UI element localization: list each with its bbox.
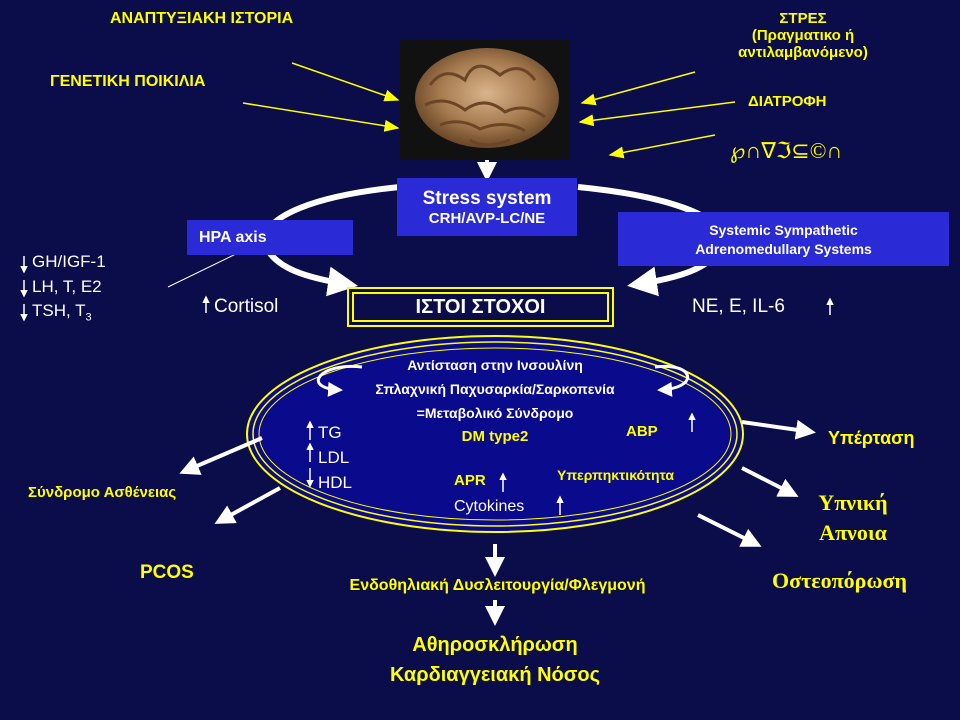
label-diatrofi: ΔΙΑΤΡΟΦΗ	[748, 93, 827, 110]
arrow-genetiki	[242, 102, 400, 132]
arrow-syndromo	[179, 436, 263, 475]
ellipse-line1: Αντίσταση στην Ινσουλίνη	[407, 357, 583, 373]
label-stres: ΣΤΡΕΣ (Πραγματικο ή αντιλαμβανόμενο)	[738, 10, 868, 61]
arrow-anaptyxiaki	[291, 62, 400, 102]
arrow-symbols	[608, 134, 716, 159]
hpa-axis-label: HPA axis	[199, 228, 267, 246]
brain-image	[400, 40, 570, 160]
label-abp: ABP	[626, 423, 658, 440]
outcome-osteoporosi: Οστεοπόρωση	[772, 568, 907, 593]
outcome-kardiaggeiaki: Καρδιαγγειακή Νόσος	[389, 664, 601, 686]
outcome-ypniki-apnoia: Υπνική Απνοια	[818, 490, 888, 545]
ellipse-dm-type2: DM type2	[461, 428, 529, 445]
label-anaptyxiaki: ΑΝΑΠΤΥΞΙΑΚΗ ΙΣΤΟΡΙΑ	[110, 10, 294, 27]
label-gh-igf1: GH/IGF-1	[32, 252, 106, 271]
label-genetiki: ΓΕΝΕΤΙΚΗ ΠΟΙΚΙΛΙΑ	[50, 73, 206, 90]
label-yperpiktikotita: Υπερπηκτικότητα	[557, 467, 674, 483]
sympathetic-box: Systemic Sympathetic Adrenomedullary Sys…	[618, 212, 949, 266]
outcome-pcos: PCOS	[140, 562, 194, 583]
arrow-ypertasi	[741, 419, 816, 440]
label-apr: APR	[454, 472, 486, 489]
label-lh-t-e2: LH, T, E2	[32, 277, 102, 296]
label-cytokines: Cytokines	[454, 498, 525, 515]
arrow-diatrofi	[578, 101, 736, 127]
indicator-arrows	[20, 256, 834, 515]
label-tsh-t3: TSH, T3	[32, 301, 92, 324]
label-cortisol: Cortisol	[214, 296, 279, 317]
label-symbols: ℘∩∇ℑ⊆©∩	[730, 138, 843, 163]
ellipse-line3: =Μεταβολικό Σύνδρομο	[416, 405, 574, 421]
target-tissues-label: ΙΣΤΟΙ ΣΤΟΧΟΙ	[415, 296, 546, 318]
hpa-axis-box: HPA axis	[187, 220, 353, 255]
label-hdl: HDL	[318, 473, 353, 492]
outcome-athiro: Αθηροσκλήρωση	[412, 634, 578, 656]
arrow-ypniki	[741, 466, 799, 497]
ellipse-line2: Σπλαχνική Παχυσαρκία/Σαρκοπενία	[375, 381, 615, 397]
arrow-stres	[580, 71, 696, 106]
stress-system-title: Stress system	[422, 187, 552, 209]
label-ne-e-il6: NE, E, IL-6	[692, 296, 785, 317]
arrow-osteoporosi	[697, 513, 762, 547]
outcome-ypertasi: Υπέρταση	[828, 428, 915, 448]
label-ldl: LDL	[318, 448, 350, 467]
metabolic-ellipse	[246, 335, 744, 533]
outcome-endothiliaki: Ενδοθηλιακή Δυσλειτουργία/Φλεγμονή	[349, 577, 646, 594]
arrow-pcos	[214, 486, 281, 524]
stress-system-subtitle: CRH/AVP-LC/NE	[428, 209, 546, 227]
outcome-syndromo: Σύνδρομο Ασθένειας	[28, 484, 177, 501]
stress-system-box: Stress system CRH/AVP-LC/NE	[397, 178, 577, 236]
label-tg: TG	[318, 423, 342, 442]
